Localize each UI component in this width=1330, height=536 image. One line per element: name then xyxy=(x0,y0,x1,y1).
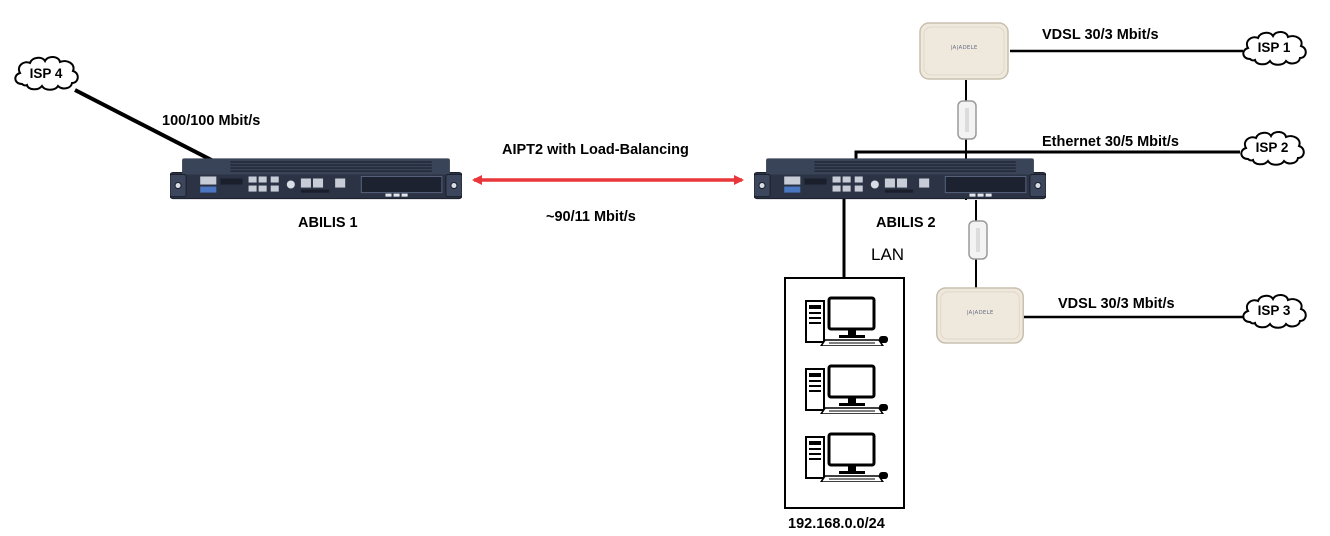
modem1-brand: |A|ADELE xyxy=(950,45,977,51)
isp3-cloud-icon: ISP 3 xyxy=(1242,293,1307,329)
isp2-cloud-icon: ISP 2 xyxy=(1240,130,1305,166)
lan-label: LAN xyxy=(871,245,904,264)
modem2-brand: |A|ADELE xyxy=(966,310,993,316)
isp4-label: ISP 4 xyxy=(30,66,63,81)
modem1-icon: |A|ADELE xyxy=(919,22,1009,80)
abilis1-label: ABILIS 1 xyxy=(298,215,358,231)
isp4-cloud-icon: ISP 4 xyxy=(14,55,79,91)
modem2-icon: |A|ADELE xyxy=(936,287,1024,344)
isp2-label: ISP 2 xyxy=(1256,140,1289,155)
power-adapter-icon xyxy=(968,220,988,260)
isp2-speed-label: Ethernet 30/5 Mbit/s xyxy=(1042,134,1179,150)
lan-subnet-label: 192.168.0.0/24 xyxy=(788,516,885,532)
abilis2-label: ABILIS 2 xyxy=(876,215,936,231)
abilis2-router-icon xyxy=(754,158,1046,200)
isp1-speed-label: VDSL 30/3 Mbit/s xyxy=(1042,27,1159,43)
aipt-speed-label: ~90/11 Mbit/s xyxy=(546,209,636,225)
isp3-speed-label: VDSL 30/3 Mbit/s xyxy=(1058,296,1175,312)
abilis1-router-icon xyxy=(170,158,462,200)
isp4-speed-label: 100/100 Mbit/s xyxy=(162,113,260,129)
aipt-title-label: AIPT2 with Load-Balancing xyxy=(502,142,689,158)
isp3-label: ISP 3 xyxy=(1258,303,1291,318)
isp1-label: ISP 1 xyxy=(1258,40,1291,55)
isp1-cloud-icon: ISP 1 xyxy=(1242,30,1307,66)
power-adapter-icon xyxy=(957,100,977,140)
